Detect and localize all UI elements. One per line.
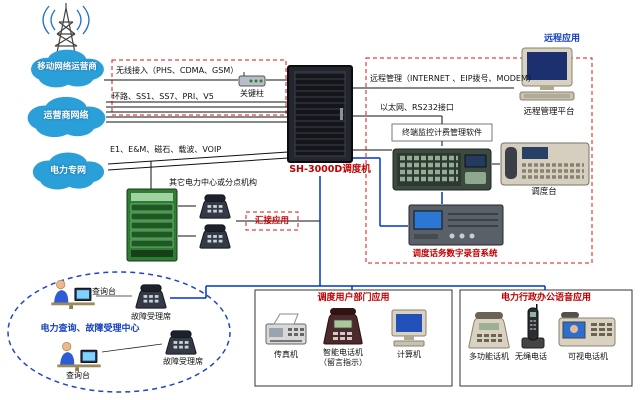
desktop-computer-icon <box>391 309 427 347</box>
cloud-power-label: 电力专网 <box>49 166 86 176</box>
remote-platform-label: 远程管理平台 <box>523 107 575 117</box>
fax-label: 传真机 <box>274 350 298 359</box>
pbx-cabinet-icon <box>126 188 178 262</box>
keyboard-console-icon <box>393 149 491 190</box>
remote-app-label: 远程应用 <box>543 34 580 44</box>
operator-desk-icon-2 <box>56 341 102 372</box>
base-station-icon <box>238 71 266 87</box>
terminal-software-label: 终端监控计费管理软件 <box>402 128 482 137</box>
remote-region-box <box>365 57 593 264</box>
wireless-access-label: 无线接入（PHS、CDMA、GSM） <box>116 66 239 75</box>
inquiry-desk-label-2: 查询台 <box>66 371 90 380</box>
connection-lines <box>96 79 546 353</box>
inquiry-center-title: 电力查询、故障受理中心 <box>40 324 140 334</box>
inquiry-desk-label-1: 查询台 <box>92 287 116 296</box>
ethernet-link-label: 以太网、RS232接口 <box>380 103 454 112</box>
fault-phone-icon-1 <box>135 284 167 309</box>
cloud-mobile-label: 移动网络运营商 <box>37 62 97 72</box>
fault-phone-icon-2 <box>165 330 197 355</box>
power-trunk-label: E1、E&M、磁石、载波、VOIP <box>110 145 222 154</box>
rack-name-label: SH-3000D调度机 <box>289 164 371 175</box>
wireless-region-box <box>111 59 287 116</box>
fault-seat-label-1: 故障受理席 <box>131 312 171 321</box>
tandem-app-label: 汇接应用 <box>254 216 289 226</box>
fault-seat-label-2: 故障受理席 <box>163 357 203 366</box>
base-station-label: 关键柱 <box>240 89 264 98</box>
remote-mgmt-link-label: 远程管理（INTERNET 、EIP拨号、MODEM） <box>370 74 536 83</box>
trunk-lines-label: 环路、SS1、SS7、PRI、V5 <box>112 92 214 101</box>
pbx-phone-icon-1 <box>199 194 231 219</box>
dispatch-switch-rack-icon <box>287 65 353 163</box>
cordless-phone-label: 无绳电话 <box>515 352 547 361</box>
multi-phone-label: 多功能话机 <box>469 352 509 361</box>
computer-label: 计算机 <box>397 350 421 359</box>
dispatch-console-icon <box>500 141 590 186</box>
smart-phone-label: 智能电话机 <box>323 348 363 357</box>
cloud-carrier-label: 运营商网络 <box>43 111 89 121</box>
inquiry-ellipse <box>7 271 231 393</box>
pbx-phone-icon-2 <box>199 224 231 249</box>
video-phone-label: 可视电话机 <box>568 352 608 361</box>
smart-phone-note: （留言指示） <box>319 358 367 367</box>
office-box-title: 电力行政办公语音应用 <box>500 293 591 303</box>
recording-system-icon <box>408 204 504 246</box>
dept-box-title: 调度用户部门应用 <box>317 293 390 303</box>
branch-center-title: 其它电力中心或分点机构 <box>169 178 257 187</box>
recording-system-label: 调度话务数字录音系统 <box>412 249 498 259</box>
dispatch-console-label: 调度台 <box>531 187 557 197</box>
operator-desk-icon-1 <box>50 279 96 310</box>
